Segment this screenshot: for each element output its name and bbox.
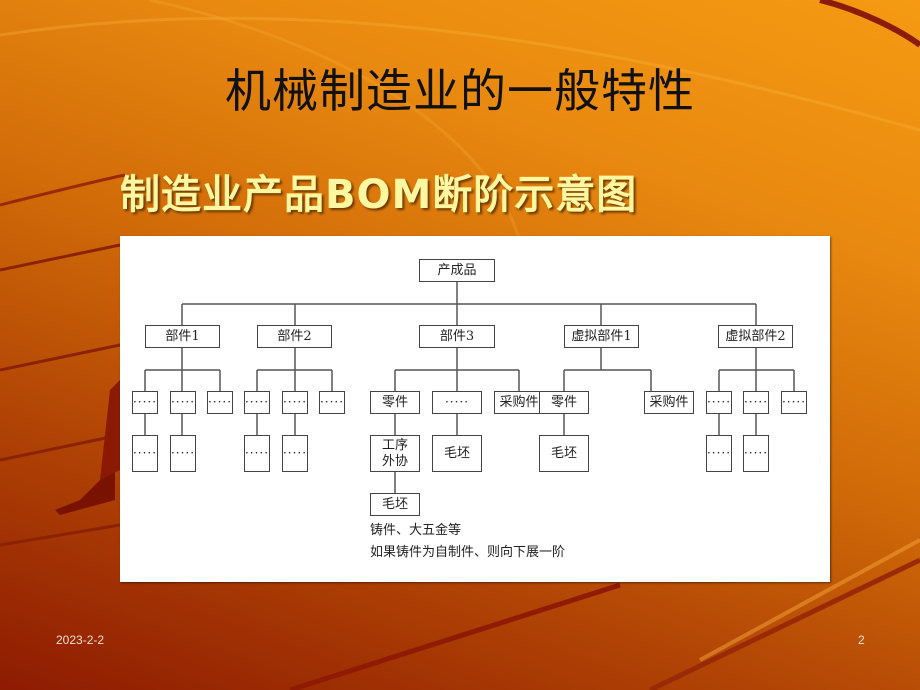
node-virtual2-child-3: ····· — [781, 391, 807, 414]
node-part2-child-3: ····· — [319, 391, 345, 414]
node-virtual1-component: 零件 — [539, 391, 589, 414]
slide-subtitle: 制造业产品BOM断阶示意图 — [120, 172, 638, 218]
bom-diagram-panel: 产成品 部件1 部件2 部件3 虚拟部件1 虚拟部件2 ····· ····· … — [120, 236, 830, 582]
connector-lines — [144, 281, 795, 493]
node-part2-grandchild-1: ····· — [244, 435, 270, 472]
node-part3-purchased: 采购件 — [494, 391, 544, 414]
node-part1-child-3: ····· — [207, 391, 233, 414]
note-self-made-expansion: 如果铸件为自制件、则向下展一阶 — [370, 545, 566, 560]
node-part3-outsourced-process: 工序 外协 — [370, 435, 420, 472]
node-virtual2-child-2: ····· — [743, 391, 769, 414]
node-part3-outsourced-blank: 毛坯 — [370, 493, 420, 516]
node-virtual2-grandchild-1: ····· — [706, 435, 732, 472]
node-part2-grandchild-2: ····· — [282, 435, 308, 472]
node-part-1: 部件1 — [145, 325, 220, 348]
node-part2-child-2: ····· — [282, 391, 308, 414]
node-part3-dots-blank: 毛坯 — [432, 435, 482, 472]
node-part2-child-1: ····· — [244, 391, 270, 414]
node-part1-grandchild-1: ····· — [132, 435, 158, 472]
node-part-2: 部件2 — [257, 325, 332, 348]
outsourced-line-2: 外协 — [381, 453, 408, 469]
node-virtual1-purchased: 采购件 — [644, 391, 694, 414]
node-part1-grandchild-2: ····· — [170, 435, 196, 472]
node-virtual-part-2: 虚拟部件2 — [718, 325, 793, 348]
footer-page-number: 2 — [858, 633, 865, 647]
node-part1-child-2: ····· — [170, 391, 196, 414]
node-part-3: 部件3 — [419, 325, 495, 348]
node-virtual2-grandchild-2: ····· — [743, 435, 769, 472]
note-castings: 铸件、大五金等 — [370, 523, 462, 538]
slide-title: 机械制造业的一般特性 — [225, 64, 695, 118]
node-virtual1-blank: 毛坯 — [539, 435, 589, 472]
node-virtual-part-1: 虚拟部件1 — [564, 325, 639, 348]
node-part1-child-1: ····· — [132, 391, 158, 414]
node-finished-product: 产成品 — [419, 259, 495, 282]
node-part3-component: 零件 — [370, 391, 420, 414]
node-virtual2-child-1: ····· — [706, 391, 732, 414]
node-part3-dots: ····· — [432, 391, 482, 414]
footer-date: 2023-2-2 — [56, 633, 105, 647]
outsourced-line-1: 工序 — [381, 437, 408, 453]
